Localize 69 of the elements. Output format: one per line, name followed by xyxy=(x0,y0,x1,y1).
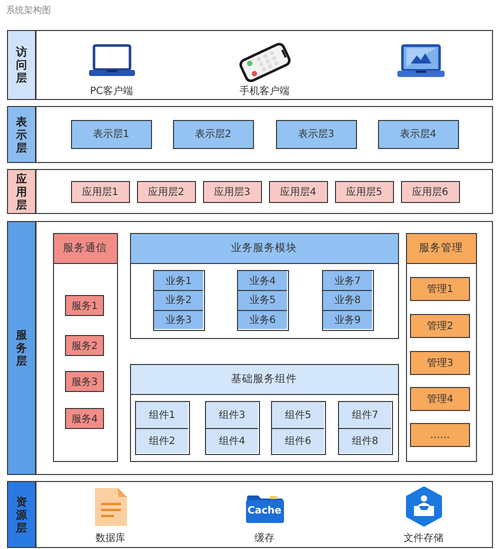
icon-caption: PC客户端 xyxy=(90,86,133,98)
module-box: 应用层5 xyxy=(334,180,394,202)
service-box: 管理1 xyxy=(410,277,470,301)
table-cell: 业务1 xyxy=(154,271,203,290)
service-box: 服务4 xyxy=(65,408,104,429)
panel-header: 基础服务组件 xyxy=(130,364,398,394)
icon-caption: 文件存储 xyxy=(404,532,444,544)
table-cell: 业务3 xyxy=(154,310,203,329)
icon-caption: 数据库 xyxy=(96,532,126,544)
table-cell: 组件4 xyxy=(206,428,258,453)
layer-box: 表示层1 xyxy=(70,120,152,148)
panel xyxy=(130,364,398,462)
cell-stack xyxy=(237,270,289,331)
service-box: 服务2 xyxy=(65,335,104,356)
service-box: 管理4 xyxy=(410,387,470,411)
layer-label: 服务层 xyxy=(16,328,28,368)
service-box: 服务1 xyxy=(65,295,104,316)
panel xyxy=(52,232,118,462)
icon-caption: 缓存 xyxy=(254,532,274,544)
table-cell: 组件2 xyxy=(136,428,188,453)
table-cell: 组件7 xyxy=(339,402,391,428)
icon-caption: 手机客户端 xyxy=(240,86,290,98)
panel-header: 业务服务模块 xyxy=(130,234,398,264)
layer-label: 资源层 xyxy=(16,495,28,534)
cell-stack xyxy=(338,401,393,455)
table-cell: 组件6 xyxy=(272,428,324,453)
module-box: 应用层1 xyxy=(70,180,130,202)
diagram-title: 系统架构图 xyxy=(6,4,51,17)
layer-band xyxy=(7,106,493,163)
service-box: 服务3 xyxy=(65,371,104,392)
table-cell: 组件3 xyxy=(206,402,258,428)
cell-stack xyxy=(135,401,190,455)
layer-band xyxy=(7,30,493,100)
layer-box: 表示层4 xyxy=(378,120,458,148)
table-cell: 业务6 xyxy=(238,310,287,329)
cell-stack xyxy=(322,270,374,331)
panel xyxy=(406,232,476,462)
table-cell: 业务9 xyxy=(323,310,372,329)
service-box: …… xyxy=(410,423,470,447)
layer-label: 表示层 xyxy=(16,115,28,154)
table-cell: 业务7 xyxy=(323,271,372,290)
module-box: 应用层4 xyxy=(268,180,328,202)
service-box: 管理3 xyxy=(410,351,470,375)
layer-band xyxy=(7,221,493,475)
table-cell: 组件8 xyxy=(339,428,391,453)
table-cell: 业务5 xyxy=(238,290,287,310)
icon-label: Cache xyxy=(248,505,282,516)
table-cell: 业务2 xyxy=(154,290,203,310)
table-cell: 组件5 xyxy=(272,402,324,428)
layer-label: 应用层 xyxy=(16,172,28,211)
table-cell: 组件1 xyxy=(136,402,188,428)
cell-stack xyxy=(153,270,205,331)
layer-band xyxy=(7,169,493,214)
layer-box: 表示层2 xyxy=(172,120,254,148)
cell-stack xyxy=(271,401,326,455)
module-box: 应用层3 xyxy=(202,180,262,202)
service-box: 管理2 xyxy=(410,314,470,338)
table-cell: 业务4 xyxy=(238,271,287,290)
layer-label: 访问层 xyxy=(16,46,28,84)
panel-header: 服务管理 xyxy=(406,234,476,264)
panel-header: 服务通信 xyxy=(54,234,116,264)
panel xyxy=(130,232,398,338)
module-box: 应用层6 xyxy=(400,180,460,202)
layer-band xyxy=(7,481,493,548)
module-box: 应用层2 xyxy=(136,180,196,202)
cell-stack xyxy=(205,401,260,455)
laptop-icon xyxy=(396,44,446,78)
table-cell: 业务8 xyxy=(323,290,372,310)
layer-box: 表示层3 xyxy=(276,120,356,148)
